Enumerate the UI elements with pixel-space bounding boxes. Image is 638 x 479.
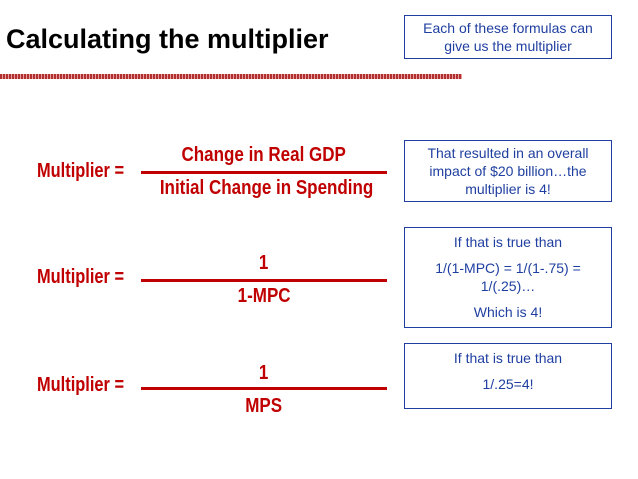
formula-numerator: 1 [259, 362, 269, 384]
note-formulas-give-multiplier: Each of these formulas can give us the m… [404, 15, 612, 59]
formula-fraction: 1 MPS [141, 360, 387, 430]
formula-numerator: 1 [259, 252, 269, 274]
formula-denominator: 1-MPC [237, 285, 291, 307]
formula-lhs: Multiplier = [37, 160, 125, 182]
note-overall-impact: That resulted in an overall impact of $2… [404, 140, 612, 202]
note-text: If that is true than [453, 350, 563, 366]
formula-lhs: Multiplier = [37, 374, 125, 396]
note-text: 1/(1-MPC) = 1/(1-.75) = 1/(.25)… [435, 260, 581, 294]
formula-lhs: Multiplier = [37, 266, 125, 288]
formula-fraction: 1 1-MPC [141, 252, 387, 322]
formula-fraction: Change in Real GDP Initial Change in Spe… [141, 140, 387, 210]
note-text: Which is 4! [473, 304, 543, 320]
fraction-bar [141, 387, 387, 390]
slide-title: Calculating the multiplier [6, 24, 329, 54]
note-text: If that is true than [453, 234, 563, 250]
formula-denominator: Initial Change in Spending [159, 177, 374, 199]
note-mps-calculation: If that is true than 1/.25=4! [404, 343, 612, 409]
note-text: 1/.25=4! [482, 376, 534, 392]
note-text: Each of these formulas can give us the m… [423, 20, 593, 54]
formula-real-gdp: Multiplier = Change in Real GDP Initial … [37, 140, 387, 210]
note-text: That resulted in an overall impact of $2… [427, 145, 589, 197]
note-mpc-calculation: If that is true than 1/(1-MPC) = 1/(1-.7… [404, 227, 612, 328]
formula-mps: Multiplier = 1 MPS [37, 360, 387, 430]
formula-denominator: MPS [245, 395, 283, 417]
formula-numerator: Change in Real GDP [181, 144, 347, 166]
formula-mpc: Multiplier = 1 1-MPC [37, 252, 387, 322]
fraction-bar [141, 171, 387, 174]
title-underline [0, 74, 462, 79]
fraction-bar [141, 279, 387, 282]
